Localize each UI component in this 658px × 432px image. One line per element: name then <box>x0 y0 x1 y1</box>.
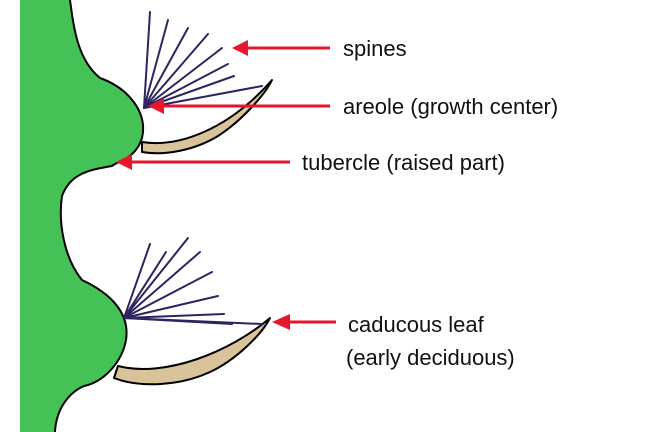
spines-arrow <box>232 40 330 56</box>
label-tubercle: tubercle (raised part) <box>302 150 505 175</box>
lower-spine <box>124 318 262 324</box>
upper-spines <box>144 12 262 108</box>
lower-leaf <box>114 318 270 384</box>
lower-spines <box>124 238 262 324</box>
label-early-deciduous: (early deciduous) <box>346 345 515 370</box>
tubercle-arrow <box>116 154 290 170</box>
upper-spine <box>144 48 222 108</box>
label-spines: spines <box>343 36 407 61</box>
label-areole: areole (growth center) <box>343 94 558 119</box>
label-caducous-leaf: caducous leaf <box>348 312 485 337</box>
caducous-leaf-arrow <box>272 314 336 330</box>
upper-leaf <box>142 80 272 153</box>
